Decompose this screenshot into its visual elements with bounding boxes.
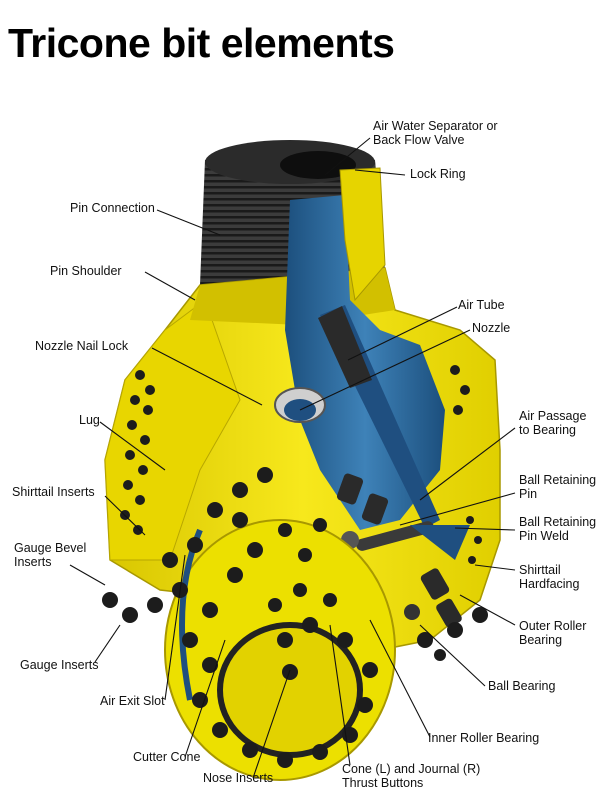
label-air-exit-slot: Air Exit Slot bbox=[100, 694, 165, 708]
leader-lines bbox=[69, 137, 516, 779]
label-lock-ring: Lock Ring bbox=[410, 167, 466, 181]
label-nose-inserts: Nose Inserts bbox=[203, 771, 274, 785]
bearing-elements bbox=[326, 473, 470, 633]
label-inner-roller-bearing: Inner Roller Bearing bbox=[428, 731, 540, 745]
cutter-cone bbox=[164, 519, 396, 781]
label-nozzle: Nozzle bbox=[472, 321, 511, 335]
label-cutter-cone: Cutter Cone bbox=[133, 750, 201, 764]
diagram-title: Tricone bit elements bbox=[8, 20, 395, 66]
label-pin-shoulder: Pin Shoulder bbox=[50, 264, 122, 278]
label-cone-thrust-buttons: Cone (L) and Journal (R)Thrust Buttons bbox=[342, 762, 481, 790]
carbide-inserts bbox=[102, 365, 488, 768]
interior-cutaway bbox=[274, 167, 445, 530]
label-shirttail-inserts: Shirttail Inserts bbox=[12, 485, 95, 499]
label-air-tube: Air Tube bbox=[458, 298, 505, 312]
label-nozzle-nail-lock: Nozzle Nail Lock bbox=[35, 339, 129, 353]
label-ball-bearing: Ball Bearing bbox=[488, 679, 556, 693]
label-pin-connection: Pin Connection bbox=[70, 201, 155, 215]
label-gauge-inserts: Gauge Inserts bbox=[20, 658, 99, 672]
label-lug: Lug bbox=[79, 413, 100, 427]
